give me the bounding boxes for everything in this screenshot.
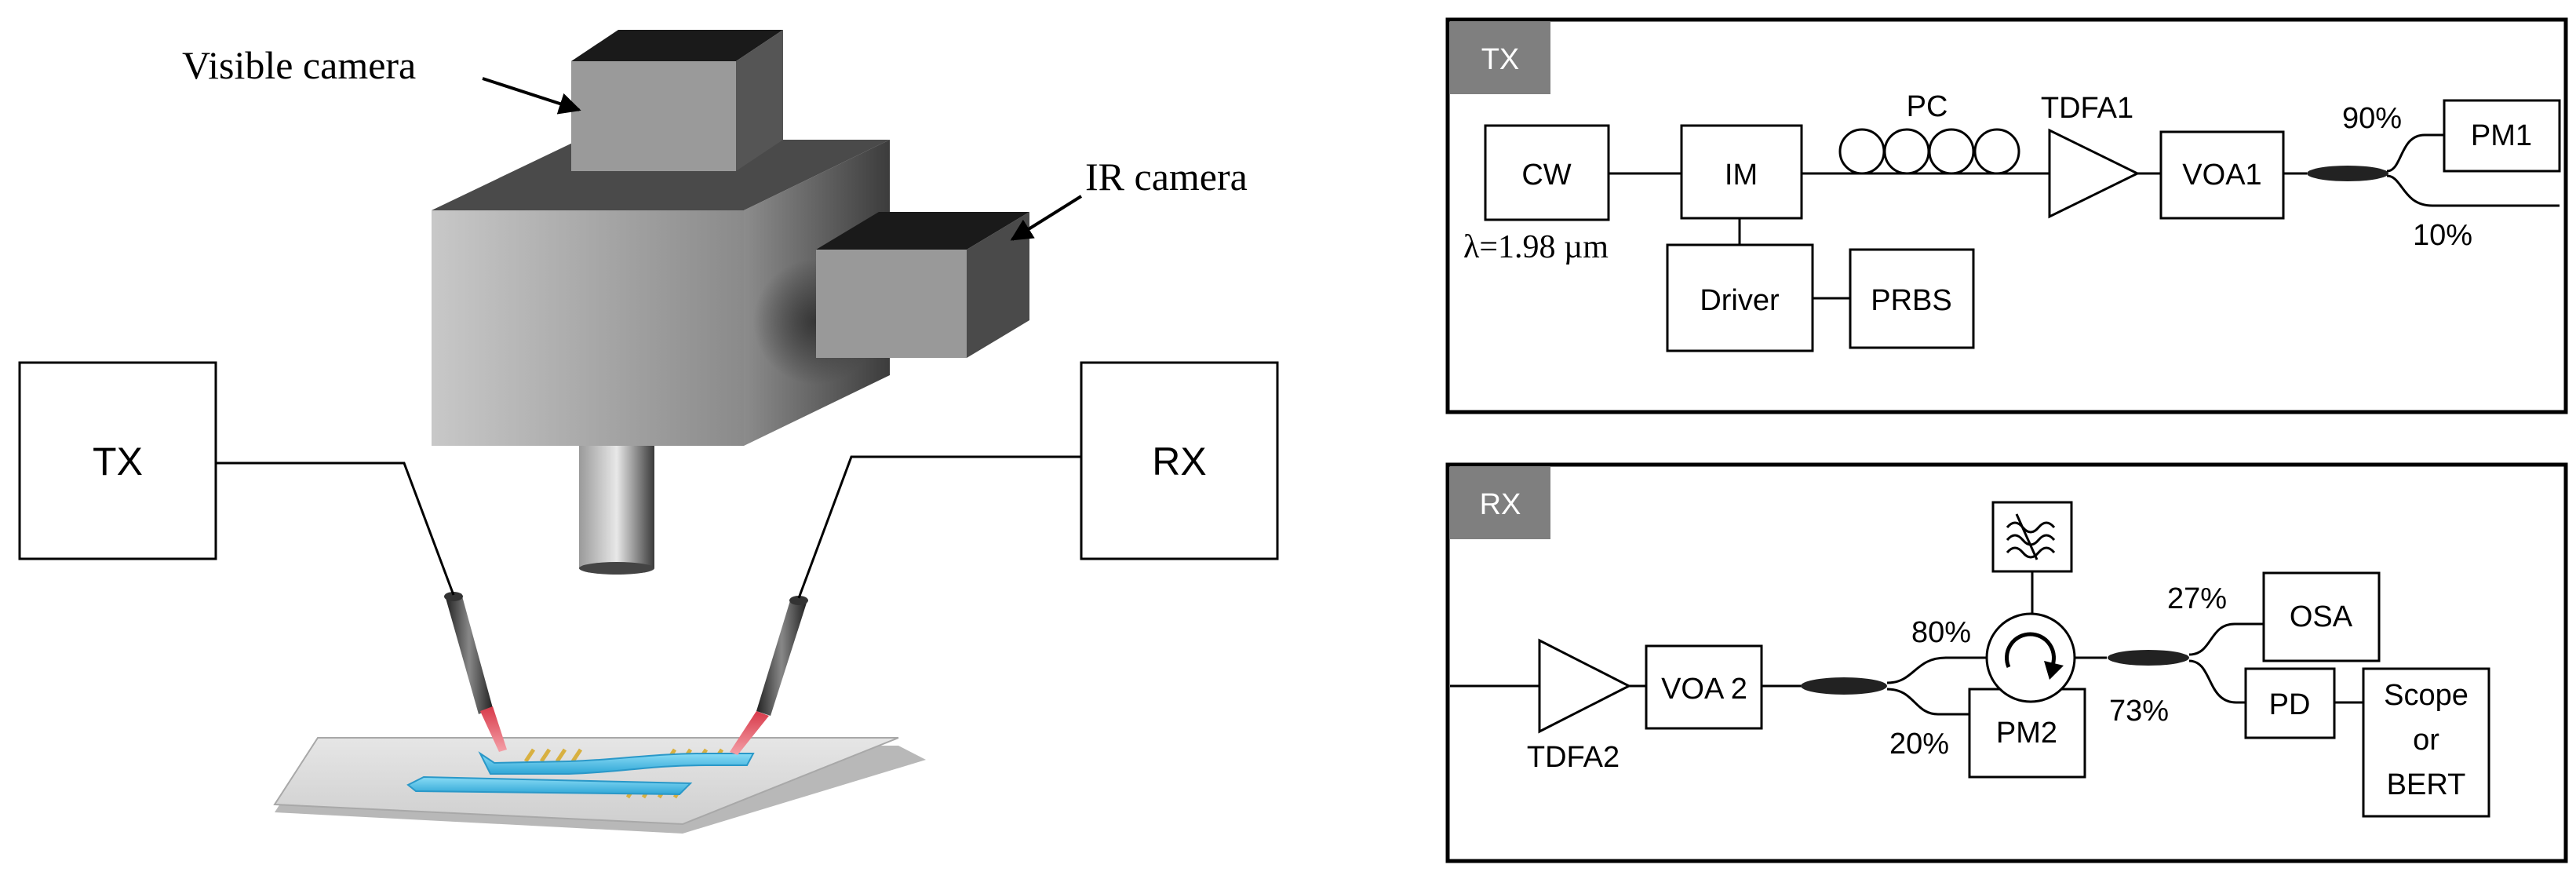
or-label: or <box>2413 724 2439 757</box>
visible-camera-block <box>571 30 783 171</box>
objective-lens <box>579 446 654 575</box>
rx-box-label: RX <box>1152 440 1206 483</box>
split-90-label: 90% <box>2342 102 2402 135</box>
driver-box <box>1666 243 1814 352</box>
visible-camera-arrow <box>482 77 581 115</box>
voa1-box <box>2159 130 2285 220</box>
voa2-label: VOA 2 <box>1661 673 1747 706</box>
scope-label: Scope <box>2384 679 2469 712</box>
tx-fiber-probe <box>444 592 507 752</box>
split-20-label: 20% <box>1889 728 1949 761</box>
waveguide-lower <box>406 775 693 796</box>
tx-panel-tag <box>1450 22 1550 94</box>
pd-label: PD <box>2269 688 2311 721</box>
tdfa1-amplifier <box>2048 128 2141 219</box>
tx-box-label: TX <box>93 440 143 483</box>
rx-panel-tag-text: RX <box>1480 488 1521 521</box>
rx-fiber-probe <box>730 596 808 755</box>
optical-circulator <box>1985 612 2076 703</box>
split-80-label: 80% <box>1911 616 1971 649</box>
photonic-chip <box>273 737 926 834</box>
tdfa2-label: TDFA2 <box>1527 741 1620 774</box>
tdfa1-label: TDFA1 <box>2041 92 2133 125</box>
prbs-label: PRBS <box>1871 284 1951 317</box>
ir-camera-block <box>753 212 1029 385</box>
cw-label: CW <box>1521 159 1571 192</box>
rx-connections <box>1450 571 2363 716</box>
pc-label: PC <box>1907 90 1948 123</box>
setup-illustration: TX RX Visible camera IR camera <box>18 30 1279 834</box>
pm1-label: PM1 <box>2471 119 2532 152</box>
split-73-label: 73% <box>2109 695 2169 728</box>
scope-bert-box <box>2362 667 2490 818</box>
voa2-box <box>1645 644 1763 730</box>
optical-filter-icon <box>1991 501 2073 573</box>
tx-cable <box>216 462 455 596</box>
tx-connections <box>1609 133 2560 300</box>
rx-box <box>1080 361 1279 560</box>
voa1-label: VOA1 <box>2182 159 2261 192</box>
rx-fiber-coupler-2 <box>2108 650 2189 666</box>
prbs-box <box>1849 248 1975 349</box>
im-box <box>1680 124 1803 220</box>
ir-camera-arrow <box>1010 195 1083 241</box>
tx-panel: TX PC CW λ=1.98 µm IM Driver PRBS <box>1445 17 2568 414</box>
tdfa2-amplifier <box>1538 638 1632 734</box>
tx-fiber-coupler <box>2307 166 2388 181</box>
im-label: IM <box>1725 159 1758 192</box>
rx-cable <box>797 455 1081 599</box>
osa-box <box>2262 571 2381 662</box>
pm2-box <box>1968 688 2086 779</box>
rx-panel-tag <box>1450 467 1550 539</box>
pm1-box <box>2443 99 2561 173</box>
visible-camera-label: Visible camera <box>182 43 416 87</box>
tx-panel-frame <box>1445 17 2568 414</box>
wavelength-label: λ=1.98 µm <box>1463 229 1609 265</box>
bert-label: BERT <box>2387 768 2466 801</box>
split-10-label: 10% <box>2413 219 2472 252</box>
cw-laser-box <box>1484 124 1610 221</box>
tx-panel-tag-text: TX <box>1481 43 1520 76</box>
ir-camera-label: IR camera <box>1085 155 1248 199</box>
tx-box <box>18 361 217 560</box>
pd-box <box>2244 667 2336 739</box>
osa-label: OSA <box>2290 600 2353 633</box>
rx-panel: RX TDFA2 VOA 2 80% 20% PM2 <box>1445 462 2568 863</box>
pm2-label: PM2 <box>1996 717 2057 750</box>
polarization-controller <box>1838 128 2020 175</box>
rx-fiber-coupler-1 <box>1801 677 1887 695</box>
waveguide-upper <box>478 751 755 775</box>
split-27-label: 27% <box>2167 582 2227 615</box>
driver-label: Driver <box>1700 284 1780 317</box>
